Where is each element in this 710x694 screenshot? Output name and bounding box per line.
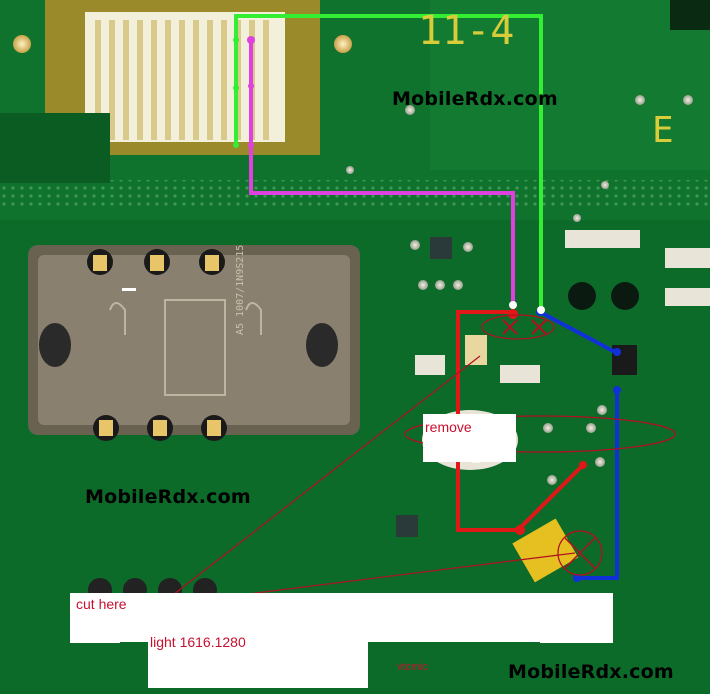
sim-holder-marking: A5 1007/1N9S215 — [235, 244, 246, 335]
dark-panel — [0, 113, 110, 183]
magenta-jumper — [247, 36, 517, 309]
vtcmic-annotation: vtcmic — [397, 661, 429, 673]
green-jumper — [233, 14, 545, 314]
watermark-bottom: MobileRdx.com — [508, 661, 674, 683]
sim-card-holder — [28, 245, 360, 441]
light-annotation: light 1616.1280 — [150, 634, 246, 650]
remove-annotation: remove — [425, 419, 472, 435]
corner-letter: E — [652, 110, 674, 151]
watermark-top: MobileRdx.com — [392, 88, 558, 110]
board-marking: 11-4 — [418, 8, 515, 54]
watermark-middle: MobileRdx.com — [85, 486, 251, 508]
cut-here-annotation: cut here — [76, 596, 127, 612]
remove-label-box — [423, 414, 516, 462]
